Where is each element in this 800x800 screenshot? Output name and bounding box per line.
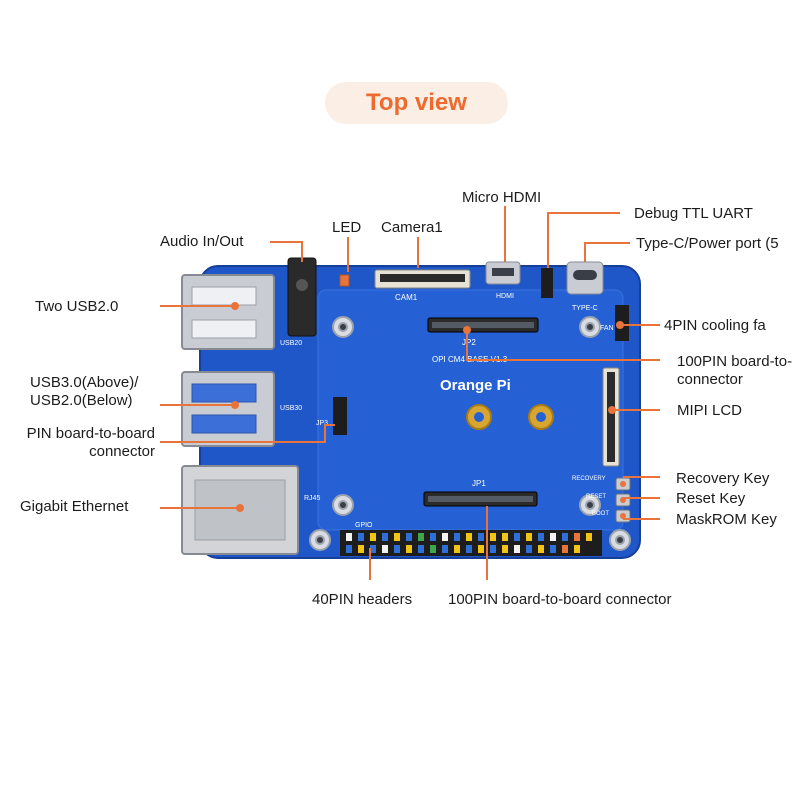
audio-jack (287, 257, 317, 337)
led-component (339, 274, 350, 287)
label-b2b-right: 100PIN board-to- connector (677, 353, 793, 388)
label-usb3: USB3.0(Above)/ USB2.0(Below) (30, 374, 139, 409)
label-debug-uart: Debug TTL UART (634, 205, 753, 222)
usb3-ports (181, 371, 275, 447)
silk-jp2: JP2 (462, 338, 476, 347)
title: Top view (366, 89, 467, 116)
label-audio: Audio In/Out (160, 233, 244, 250)
label-b2b-left: PIN board-to-board connector (26, 425, 155, 460)
label-micro-hdmi: Micro HDMI (462, 189, 542, 206)
silk-usb20: USB20 (280, 340, 302, 347)
leader-lines (160, 206, 660, 580)
mounting-holes (309, 316, 631, 551)
silk-usb30: USB30 (280, 405, 302, 412)
debug-uart-header (541, 268, 553, 298)
label-cooling-fan: 4PIN cooling fa (664, 317, 766, 334)
gpio-pins (346, 533, 592, 553)
jp3-jumper (333, 397, 347, 435)
silk-boot: BOOT (592, 511, 609, 517)
silk-cam1: CAM1 (395, 293, 418, 302)
label-camera1: Camera1 (381, 219, 443, 236)
label-recovery-key: Recovery Key (676, 470, 770, 487)
label-mipi-lcd: MIPI LCD (677, 402, 743, 419)
silk-hdmi: HDMI (496, 293, 514, 300)
label-b2b-bottom: 100PIN board-to-board connector (448, 591, 672, 608)
label-typec-power: Type-C/Power port (5 (636, 235, 779, 252)
silk-recovery: RECOVERY (572, 476, 606, 482)
label-usb2: Two USB2.0 (35, 298, 119, 315)
label-led: LED (332, 219, 362, 236)
gold-pads (466, 404, 554, 430)
title-pill (325, 82, 508, 124)
label-40pin-headers: 40PIN headers (312, 591, 413, 608)
silk-fan: FAN (600, 325, 614, 332)
label-ethernet: Gigabit Ethernet (20, 498, 129, 515)
silk-gpio: GPIO (355, 522, 373, 529)
board-brand: Orange Pi (440, 377, 511, 394)
silk-jp3: JP3 (316, 420, 328, 427)
silk-typec: TYPE-C (572, 305, 598, 312)
label-maskrom-key: MaskROM Key (676, 511, 777, 528)
silk-reset: RESET (586, 494, 606, 500)
leader-dots (231, 302, 624, 512)
silk-jp1: JP1 (472, 479, 486, 488)
label-reset-key: Reset Key (676, 490, 746, 507)
silk-rj45: RJ45 (304, 495, 320, 502)
